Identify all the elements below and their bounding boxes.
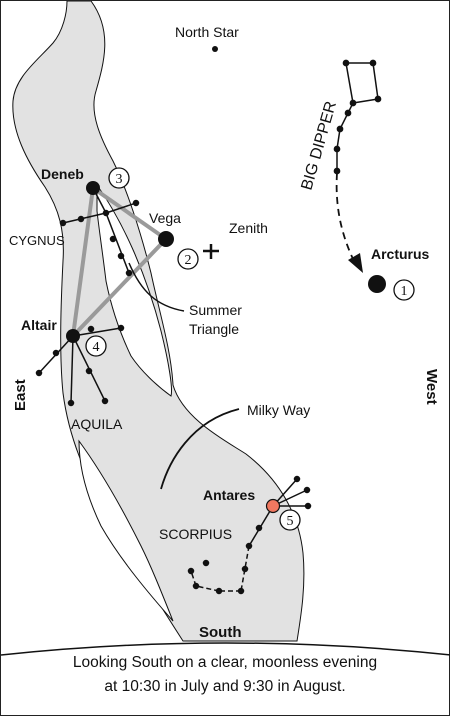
aquila-constellation [35,324,125,407]
label-east: East [12,379,29,411]
marker-antares: 5 [279,509,301,531]
svg-text:3: 3 [116,172,123,187]
marker-altair: 4 [85,335,107,357]
label-deneb: Deneb [41,166,84,182]
label-zenith: Zenith [229,220,268,236]
cygnus-constellation [59,187,140,277]
altair-star [66,329,80,343]
zenith-marker [203,244,219,259]
summer-triangle-pointer [128,262,185,312]
label-arcturus: Arcturus [371,246,430,262]
label-triangle: Triangle [189,321,239,337]
label-milky-way: Milky Way [247,402,310,418]
caption-line-2: at 10:30 in July and 9:30 in August. [104,678,346,695]
svg-text:5: 5 [287,514,294,529]
label-cygnus: CYGNUS [9,233,65,248]
big-dipper-constellation [333,59,382,175]
summer-triangle [70,184,170,342]
marker-vega: 2 [177,248,199,270]
label-big-dipper: BIG DIPPER [299,99,341,192]
caption-line-1: Looking South on a clear, moonless eveni… [72,654,378,671]
svg-text:4: 4 [93,340,100,355]
svg-text:2: 2 [185,253,192,268]
horizon-line [1,642,450,656]
marker-arcturus: 1 [393,279,415,301]
label-summer: Summer [189,302,242,318]
label-vega: Vega [149,210,181,226]
arcturus-star [368,275,386,293]
marker-deneb: 3 [108,167,130,189]
label-antares: Antares [203,487,255,503]
label-scorpius: SCORPIUS [159,526,232,542]
label-altair: Altair [21,317,57,333]
north-star [212,46,218,52]
arc-arrowhead [348,253,363,273]
deneb-star [86,181,100,195]
label-aquila: AQUILA [71,416,123,432]
svg-text:1: 1 [401,284,408,299]
milky-way-pointer [160,408,240,490]
label-west: West [423,369,440,405]
label-north-star: North Star [175,24,239,40]
antares-star [265,498,281,514]
caption: Looking South on a clear, moonless eveni… [1,647,449,719]
label-south: South [199,624,242,641]
vega-star [158,231,174,247]
milky-way-lower-rift [78,439,174,622]
arc-to-arcturus [335,172,354,260]
